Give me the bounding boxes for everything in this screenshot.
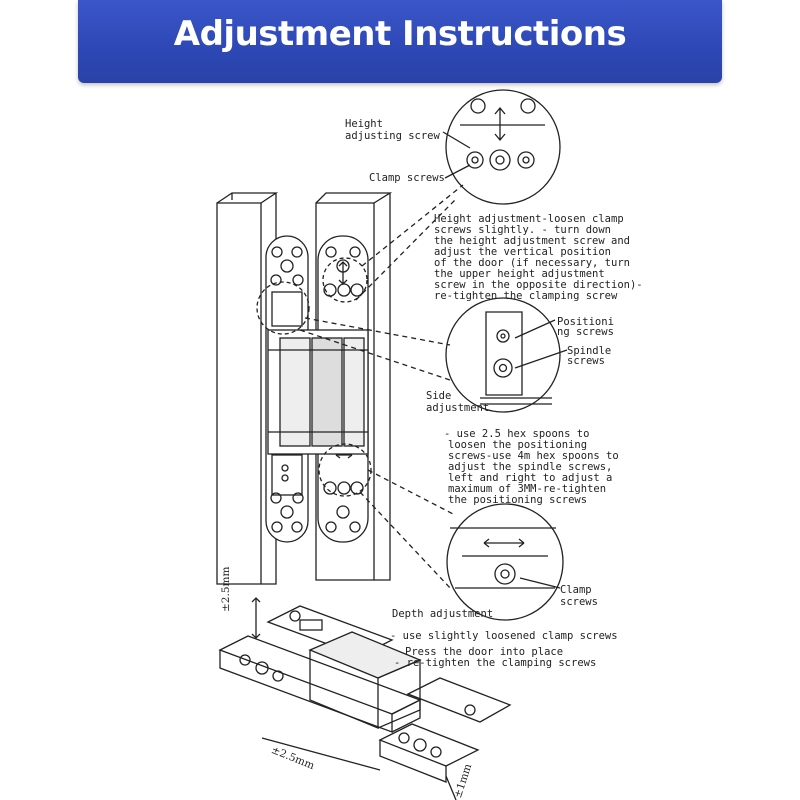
label-spindle-1: Spindle: [567, 345, 612, 357]
side-note-4: adjust the spindle screws,: [448, 461, 613, 473]
label-clamp-top: Clamp screws: [369, 172, 445, 184]
side-note-2: loosen the positioning: [448, 439, 588, 451]
label-positioning-2: ng screws: [557, 326, 614, 338]
label-depth-title: Depth adjustment: [392, 608, 494, 620]
height-note-1: Height adjustment-loosen clamp: [434, 213, 624, 225]
side-detail-contents: [480, 311, 552, 405]
label-height-screw-1: Height: [345, 118, 383, 130]
depth-detail-contents: [450, 527, 556, 589]
height-note-4: adjust the vertical position: [434, 246, 612, 258]
side-note-6: maximum of 3MM-re-tighten: [448, 483, 607, 495]
leader-lines: [299, 184, 464, 591]
side-detail-circle: [445, 297, 561, 413]
depth-note-1: - use slightly loosened clamp screws: [390, 630, 618, 642]
depth-note-3: - re-tighten the clamping screws: [394, 657, 597, 669]
dimension-marks: [251, 597, 457, 800]
label-clamp-bottom-2: screws: [560, 596, 598, 608]
height-note-5: of the door (if necessary, turn: [434, 257, 630, 269]
height-note-6: the upper height adjustment: [434, 268, 605, 280]
title-banner: Adjustment Instructions: [78, 0, 722, 83]
hinge-body: [267, 329, 369, 455]
dim-vertical-label: ±2.5mm: [220, 566, 232, 612]
side-note-1: - use 2.5 hex spoons to: [444, 428, 590, 440]
zoom-circle-height: [322, 257, 368, 303]
pointer-lines: [442, 131, 568, 589]
label-positioning-1: Positioni: [557, 316, 614, 328]
height-note-2: screws slightly. - turn down: [434, 224, 612, 236]
side-note-3: screws-use 4m hex spoons to: [448, 450, 619, 462]
label-side-1: Side: [426, 390, 452, 402]
height-note-7: screw in the opposite direction)-: [434, 279, 643, 291]
label-clamp-bottom-1: Clamp: [560, 584, 592, 596]
height-detail-contents: [460, 98, 545, 171]
label-side-2: adjustment: [426, 402, 490, 414]
perspective-hinge: [218, 605, 512, 783]
zoom-circle-depth: [318, 443, 372, 497]
depth-detail-circle: [446, 503, 564, 621]
side-note-5: left and right to adjust a: [448, 472, 613, 484]
height-detail-circle: [445, 89, 561, 205]
height-note-8: re-tighten the clamping screw: [434, 290, 618, 302]
page-title: Adjustment Instructions: [173, 14, 627, 54]
label-spindle-2: screws: [567, 355, 605, 367]
height-note-3: the height adjustment screw and: [434, 235, 630, 247]
side-note-7: the positioning screws: [448, 494, 588, 506]
label-height-screw-2: adjusting screw: [345, 130, 440, 142]
zoom-circle-side: [256, 281, 310, 335]
depth-note-2: Press the door into place: [405, 646, 564, 658]
